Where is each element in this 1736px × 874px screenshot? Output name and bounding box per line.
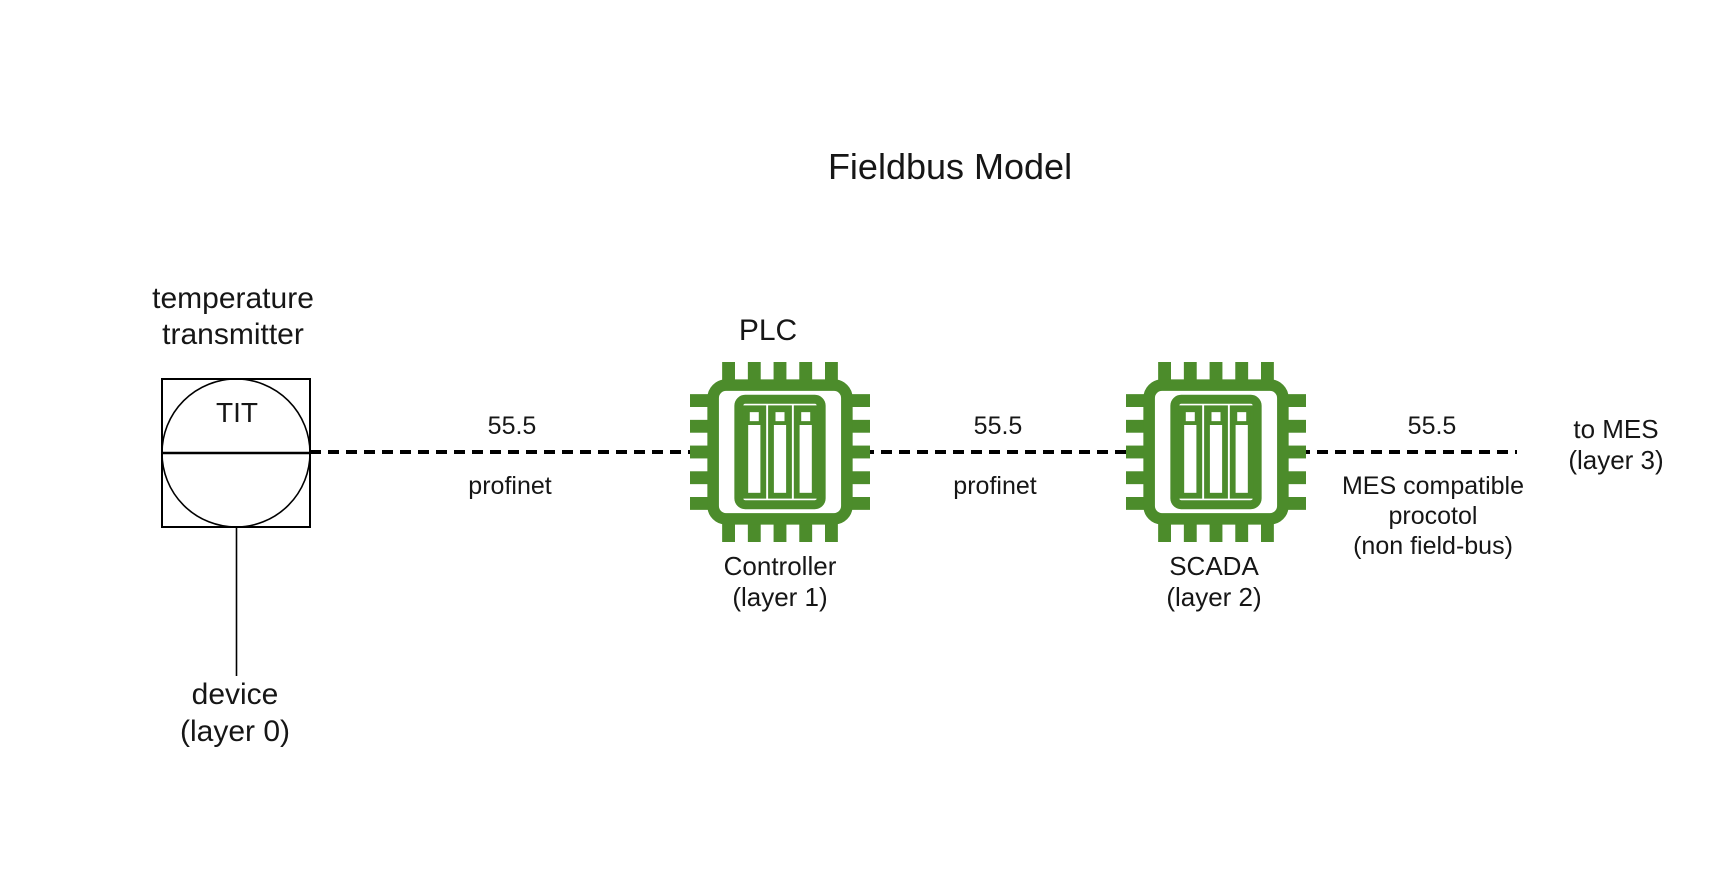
- link-scada-to-mes-protocol-line1: MES compatible: [1341, 472, 1525, 500]
- transmitter-layer-label: device (layer 0): [180, 676, 290, 750]
- scada-layer-label: SCADA (layer 2): [1166, 551, 1261, 613]
- transmitter-tag-label: TIT: [216, 397, 258, 428]
- plc-name-label: PLC: [738, 314, 798, 347]
- plc-layer-line2: (layer 1): [732, 582, 828, 612]
- scada-chip-icon: [1126, 362, 1306, 542]
- link-scada-to-mes-value: 55.5: [1407, 412, 1457, 440]
- plc-layer-label: Controller (layer 1): [724, 551, 837, 613]
- link-scada-to-mes-protocol-line2: procotol: [1388, 502, 1478, 530]
- link-scada-to-mes-protocol: MES compatible procotol (non field-bus): [1342, 471, 1524, 561]
- transmitter-layer-line1: device: [191, 678, 279, 711]
- plc-layer-line1: Controller: [723, 551, 837, 581]
- link-field-to-plc-value: 55.5: [487, 412, 537, 440]
- scada-layer-line1: (layer 2): [1166, 582, 1262, 612]
- transmitter-name-line1: temperature: [152, 282, 314, 315]
- transmitter-name-label: temperature transmitter: [152, 281, 314, 353]
- scada-name-label: SCADA: [1169, 551, 1259, 581]
- plc-chip-icon: [690, 362, 870, 542]
- transmitter-layer-line2: (layer 0): [179, 715, 291, 748]
- transmitter-name-line2: transmitter: [162, 318, 304, 351]
- link-plc-to-scada-value: 55.5: [973, 412, 1023, 440]
- mes-endpoint-line1: to MES: [1573, 414, 1659, 444]
- mes-endpoint-line2: (layer 3): [1568, 445, 1664, 475]
- link-field-to-plc-protocol: profinet: [468, 472, 552, 500]
- link-plc-to-scada-protocol: profinet: [953, 472, 1037, 500]
- link-scada-to-mes-protocol-line3: (non field-bus): [1353, 532, 1513, 560]
- diagram-title: Fieldbus Model: [827, 146, 1073, 187]
- mes-endpoint-label: to MES (layer 3): [1568, 414, 1663, 476]
